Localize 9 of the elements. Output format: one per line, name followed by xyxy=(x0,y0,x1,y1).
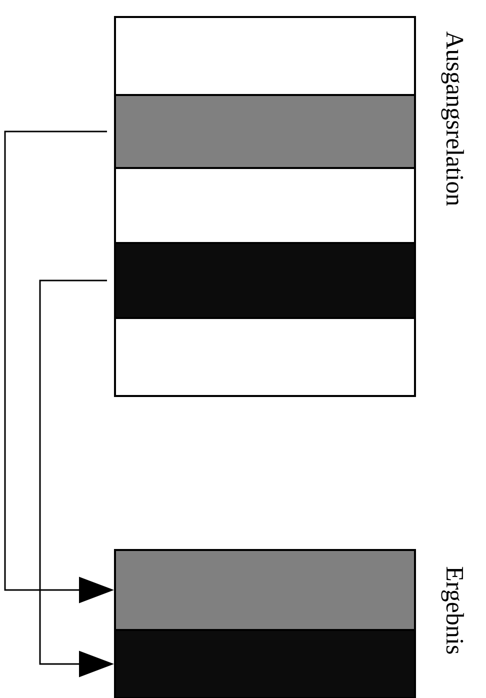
table-row xyxy=(114,549,416,631)
table-title: Ausgangsrelation xyxy=(441,31,464,206)
table-row xyxy=(114,16,416,96)
table-row xyxy=(114,317,416,397)
table-title: Ergebnis xyxy=(441,566,464,654)
table-row xyxy=(114,242,416,319)
table-row xyxy=(114,167,416,244)
table-row xyxy=(114,94,416,169)
table-row xyxy=(114,629,416,698)
